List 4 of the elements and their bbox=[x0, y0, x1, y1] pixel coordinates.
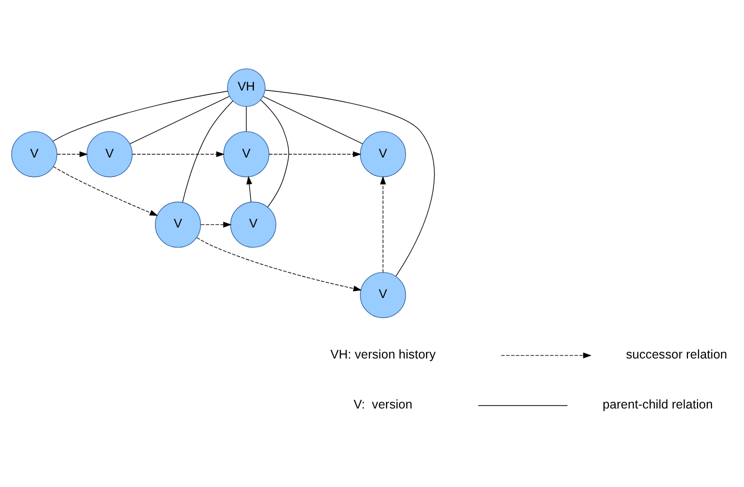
label: VH: version history bbox=[330, 348, 436, 362]
label: V: version bbox=[354, 398, 412, 412]
legend-label: successor relation bbox=[626, 348, 728, 362]
legend-label: parent-child relation bbox=[602, 398, 713, 412]
